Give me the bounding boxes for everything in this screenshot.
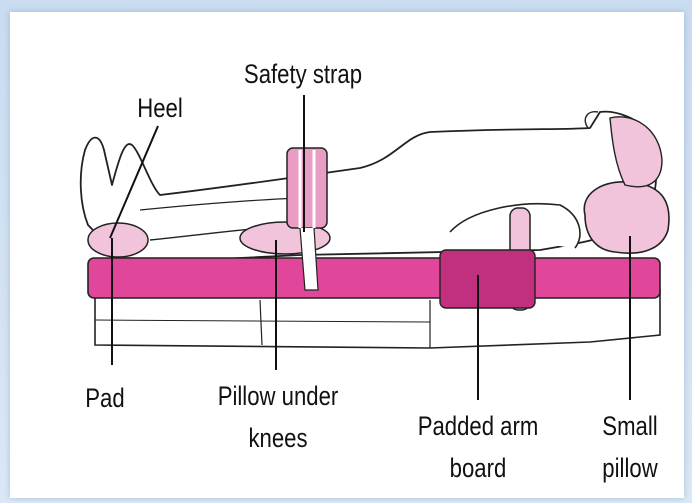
heel-label: Heel (127, 92, 193, 124)
safety-strap (287, 148, 327, 228)
padded-arm-board-label-line2: board (412, 452, 543, 484)
pad-label: Pad (72, 382, 138, 414)
pillow-under-knees-label-line1: Pillow under (212, 380, 343, 412)
small-pillow (584, 182, 669, 253)
heel-pad (88, 223, 148, 257)
pillow-under-knees-label-line2: knees (212, 422, 343, 454)
small-pillow-label-line2: pillow (589, 452, 671, 484)
table-pad (88, 258, 660, 298)
padded-arm-board-label-line1: Padded arm (412, 410, 543, 442)
small-pillow-label-line1: Small (589, 410, 671, 442)
safety-strap-label: Safety strap (242, 58, 365, 90)
